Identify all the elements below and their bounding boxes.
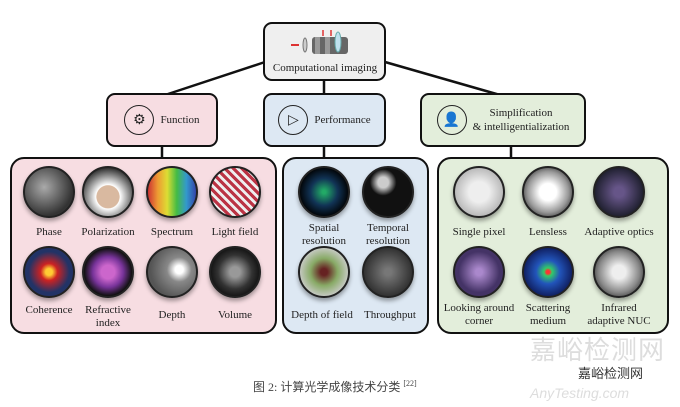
throughput-image bbox=[362, 246, 414, 298]
item-label: Depth bbox=[158, 309, 186, 321]
root-label: Computational imaging bbox=[272, 62, 378, 74]
item-label: Volume bbox=[217, 309, 253, 321]
item-label: Refractive index bbox=[85, 304, 131, 329]
item-label: Spectrum bbox=[150, 226, 194, 238]
watermark-url: AnyTesting.com bbox=[530, 385, 630, 401]
person-icon: 👤 bbox=[436, 105, 467, 135]
item-label: Infrared adaptive NUC bbox=[587, 302, 651, 327]
item-label: Spatial resolution bbox=[302, 222, 346, 247]
category-performance: ▷ Performance bbox=[263, 93, 386, 147]
play-icon: ▷ bbox=[278, 105, 309, 135]
coherence-image bbox=[23, 246, 75, 298]
item-label: Scattering medium bbox=[525, 302, 571, 327]
category-label-line1: Simplification bbox=[489, 107, 553, 119]
simplification-panel: Single pixel Lensless Adaptive optics Lo… bbox=[437, 157, 669, 334]
single-pixel-image bbox=[453, 166, 505, 218]
performance-panel: Spatial resolution Temporal resolution D… bbox=[282, 157, 429, 334]
polarization-image bbox=[82, 166, 134, 218]
volume-image bbox=[209, 246, 261, 298]
caption-text: 图 2: 计算光学成像技术分类 bbox=[253, 380, 401, 394]
category-label-line2: & intelligentialization bbox=[472, 121, 570, 133]
item-label: Looking around corner bbox=[443, 302, 515, 327]
scattering-medium-image bbox=[522, 246, 574, 298]
spatial-resolution-image bbox=[298, 166, 350, 218]
item-label: Lensless bbox=[529, 226, 567, 238]
watermark-large: 嘉峪检测网 bbox=[530, 335, 666, 365]
refractive-index-image bbox=[82, 246, 134, 298]
item-label: Light field bbox=[211, 226, 259, 238]
item-label: Polarization bbox=[81, 226, 135, 238]
item-label: Single pixel bbox=[452, 226, 506, 238]
function-panel: Phase Polarization Spectrum Light field … bbox=[10, 157, 277, 334]
depth-of-field-image bbox=[298, 246, 350, 298]
gears-icon: ⚙ bbox=[124, 105, 155, 135]
caption-ref: [22] bbox=[403, 379, 417, 388]
light-field-image bbox=[209, 166, 261, 218]
figure-caption: 图 2: 计算光学成像技术分类 [22] bbox=[253, 376, 417, 395]
looking-around-corner-image bbox=[453, 246, 505, 298]
watermark-small: 嘉峪检测网 bbox=[578, 366, 644, 381]
category-label: Performance bbox=[314, 114, 371, 126]
item-label: Throughput bbox=[364, 309, 416, 321]
category-label: Function bbox=[160, 114, 200, 126]
lens-icon bbox=[291, 30, 348, 54]
root-node: Computational imaging bbox=[263, 22, 386, 81]
infrared-nuc-image bbox=[593, 246, 645, 298]
item-label: Depth of field bbox=[291, 309, 353, 321]
category-function: ⚙ Function bbox=[106, 93, 218, 147]
item-label: Coherence bbox=[25, 304, 73, 316]
depth-image bbox=[146, 246, 198, 298]
item-label: Temporal resolution bbox=[366, 222, 410, 247]
category-simplification: 👤 Simplification & intelligentialization bbox=[420, 93, 586, 147]
temporal-resolution-image bbox=[362, 166, 414, 218]
item-label: Phase bbox=[36, 226, 62, 238]
item-label: Adaptive optics bbox=[584, 226, 654, 238]
spectrum-image bbox=[146, 166, 198, 218]
adaptive-optics-image bbox=[593, 166, 645, 218]
lensless-image bbox=[522, 166, 574, 218]
phase-image bbox=[23, 166, 75, 218]
